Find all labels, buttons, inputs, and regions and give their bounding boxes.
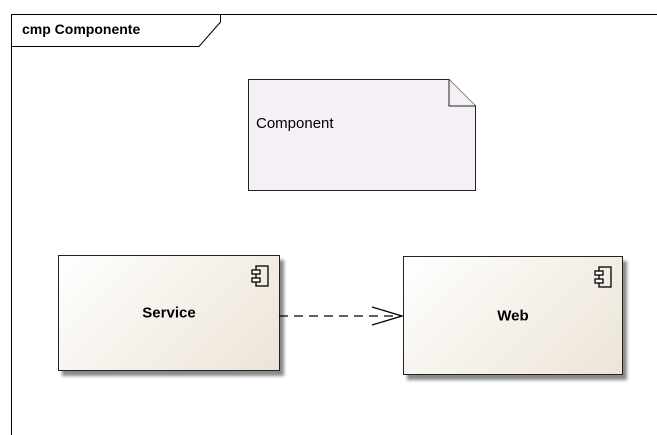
frame-title: cmp Componente	[22, 21, 141, 37]
diagram-frame	[11, 14, 657, 435]
frame-tab	[11, 14, 221, 47]
component-label: Service	[142, 304, 196, 322]
component-icon	[251, 265, 269, 287]
component-service[interactable]: Service	[58, 255, 280, 371]
note[interactable]	[248, 79, 476, 191]
note-text: Component	[256, 115, 334, 132]
component-label: Web	[497, 307, 529, 324]
component-icon	[594, 266, 612, 288]
component-web[interactable]: Web	[403, 256, 623, 375]
